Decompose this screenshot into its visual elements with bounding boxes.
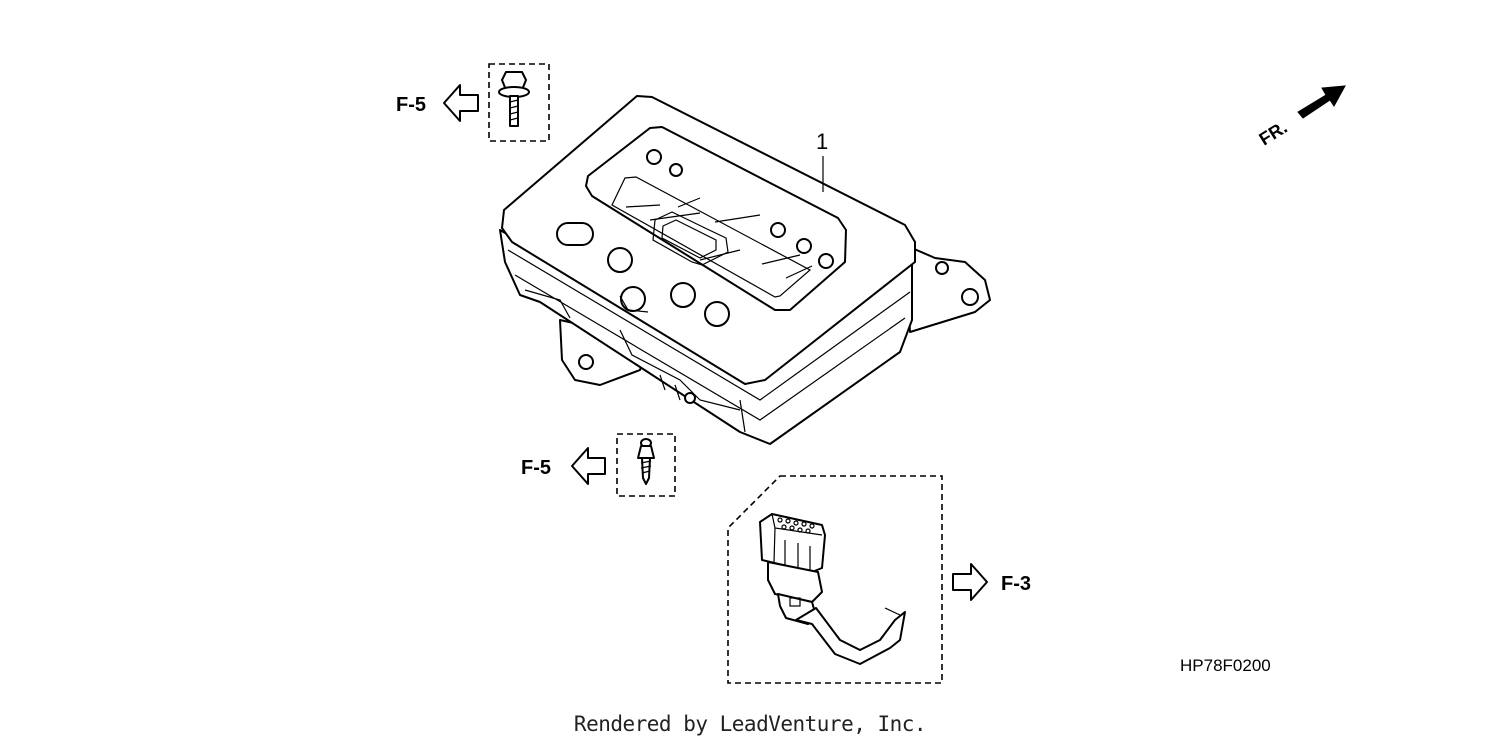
mode-button: [556, 222, 594, 246]
footer-credit: Rendered by LeadVenture, Inc.: [573, 712, 927, 736]
front-label: FR.: [1256, 117, 1291, 149]
meter-button-2: [620, 286, 646, 312]
connector-dashed-box: [727, 475, 943, 684]
drawing-code: HP78F0200: [1180, 656, 1271, 675]
meter-button-3: [670, 282, 696, 308]
left-arrow-icon: [443, 84, 479, 122]
right-arrow-icon: [952, 563, 988, 601]
tapping-screw-icon: [637, 438, 655, 485]
ref-label-top: F-5: [396, 94, 426, 116]
front-direction-indicator: FR.: [1256, 85, 1346, 149]
display-window: [585, 126, 847, 311]
left-arrow-icon: [571, 447, 606, 485]
right-mount-tab: [904, 244, 991, 333]
meter-button-1: [607, 247, 633, 273]
bolt-dashed-box: [488, 63, 550, 142]
screw-callout[interactable]: F-5: [521, 433, 676, 497]
part-number-label: 1: [816, 129, 828, 154]
top-bolt-callout[interactable]: F-5: [396, 63, 550, 142]
meter-assembly[interactable]: 1: [499, 95, 991, 445]
ref-label-connector: F-3: [1001, 573, 1031, 595]
wire-connector-icon: [759, 513, 906, 665]
flange-bolt-icon: [498, 71, 530, 127]
meter-button-4: [704, 301, 730, 327]
front-arrow-icon: [1297, 85, 1346, 119]
connector-callout[interactable]: F-3: [727, 475, 1031, 684]
ref-label-middle: F-5: [521, 457, 551, 479]
